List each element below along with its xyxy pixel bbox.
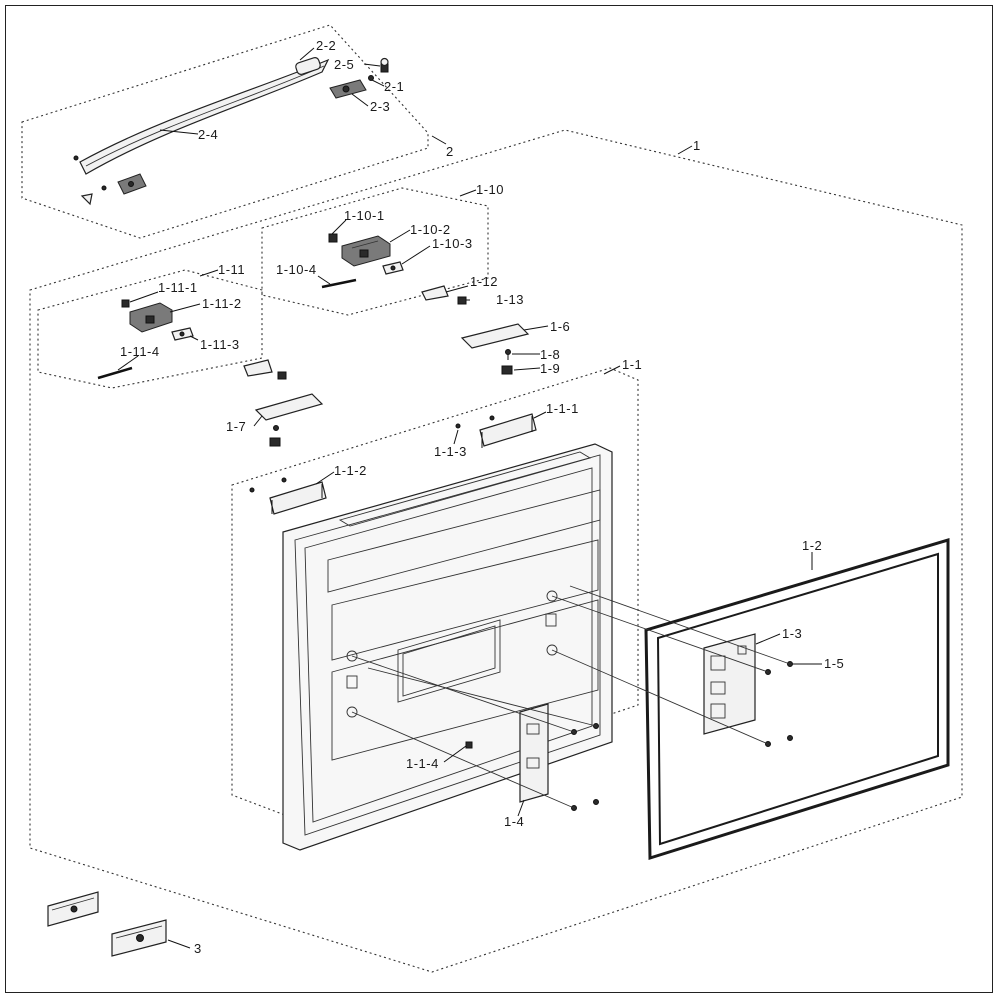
callout-1-1-3: 1-1-3 [434, 444, 467, 459]
group-1-1-outline [231, 367, 639, 821]
callout-1-7: 1-7 [226, 419, 246, 434]
callout-1-9: 1-9 [540, 361, 560, 376]
hinge-1-11-2 [129, 302, 173, 333]
hinge-pin-1-10-4 [321, 278, 357, 289]
screws-1-1-3 [455, 415, 495, 429]
callout-1-10-2: 1-10-2 [410, 222, 451, 237]
callout-2-3: 2-3 [370, 99, 390, 114]
handle-bracket-2-3 [329, 79, 367, 99]
group-2-outline [21, 24, 429, 239]
callout-1-1-1: 1-1-1 [546, 401, 579, 416]
callout-1-11: 1-11 [218, 262, 245, 277]
handle-cap-2-2 [295, 57, 321, 75]
hinge-plate-1-4 [519, 703, 549, 803]
callout-1-1-2: 1-1-2 [334, 463, 367, 478]
callout-1-10: 1-10 [476, 182, 504, 197]
callout-1-11-2: 1-11-2 [202, 296, 242, 311]
callout-1-11-1: 1-11-1 [158, 280, 198, 295]
callout-1-8: 1-8 [540, 347, 560, 362]
callout-1-3: 1-3 [782, 626, 802, 641]
spring-1-13 [457, 296, 467, 305]
callout-1-10-3: 1-10-3 [432, 236, 473, 251]
handle-small-parts [73, 155, 107, 206]
leader-lines [117, 47, 822, 949]
hinge-1-10-2 [341, 235, 391, 267]
callout-1-1-4: 1-1-4 [406, 756, 439, 771]
cover-1-7 [254, 393, 324, 421]
callout-1-11-4: 1-11-4 [120, 344, 160, 359]
callout-1-12: 1-12 [470, 274, 498, 289]
screws-1-4 [571, 723, 599, 811]
callout-2: 2 [446, 144, 454, 159]
hinge-part-1-10-1 [328, 233, 338, 243]
callout-2-5: 2-5 [334, 57, 354, 72]
callout-1-11-3: 1-11-3 [200, 337, 240, 352]
callout-3: 3 [194, 941, 202, 956]
callout-2-2: 2-2 [316, 38, 336, 53]
bracket-3-upper [47, 891, 99, 927]
hinge-bracket-1-3 [703, 633, 756, 735]
callout-1-10-1: 1-10-1 [344, 208, 385, 223]
callout-2-4: 2-4 [198, 127, 218, 142]
screw-1-1-4 [465, 741, 473, 749]
handle-screw-2-5 [380, 57, 389, 73]
callout-1-2: 1-2 [802, 538, 822, 553]
screws-door-bracket-1-1-2 [249, 477, 287, 493]
hinge-plate-1-10-3 [382, 261, 404, 275]
door-bracket-1-1-1 [479, 413, 537, 448]
callout-1-1: 1-1 [622, 357, 642, 372]
hinge-bracket-left [243, 359, 273, 377]
hinge-part-1-11-1 [121, 299, 130, 308]
group-1-10-outline [261, 187, 489, 316]
screws-1-5 [765, 661, 793, 747]
diagram-frame [5, 5, 993, 993]
handle-2-4 [79, 58, 330, 175]
door-gasket-1-2 [644, 537, 950, 861]
door-panel-1-1 [282, 443, 613, 851]
cover-1-6 [460, 323, 530, 349]
hinge-bracket-1-12 [421, 285, 449, 301]
callout-1-10-4: 1-10-4 [276, 262, 317, 277]
callout-1: 1 [693, 138, 701, 153]
callout-2-1: 2-1 [384, 79, 404, 94]
spring-left [277, 371, 287, 380]
hinge-pin-1-11-4 [97, 366, 133, 380]
nut-1-9 [501, 365, 513, 375]
bracket-3-lower [111, 919, 167, 957]
handle-screw-2-1 [368, 75, 374, 81]
door-bracket-1-1-2 [269, 481, 327, 515]
callout-1-13: 1-13 [496, 292, 524, 307]
handle-bracket-lower [117, 173, 147, 195]
hinge-plate-1-11-3 [171, 327, 194, 341]
assembly-projection-lines [351, 585, 791, 809]
callout-1-5: 1-5 [824, 656, 844, 671]
callout-1-6: 1-6 [550, 319, 570, 334]
screw-1-8 [505, 349, 511, 360]
callout-1-4: 1-4 [504, 814, 524, 829]
screw-1-7-small [269, 425, 281, 447]
